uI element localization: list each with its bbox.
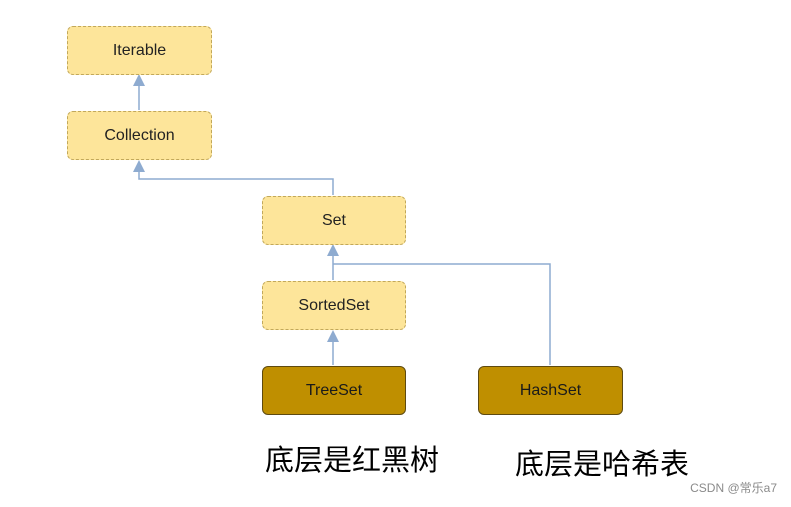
- node-iterable: Iterable: [67, 26, 212, 75]
- connector-hashset-set: [333, 263, 551, 365]
- node-hashset: HashSet: [478, 366, 623, 415]
- node-treeset: TreeSet: [262, 366, 406, 415]
- node-set: Set: [262, 196, 406, 245]
- node-sortedset: SortedSet: [262, 281, 406, 330]
- connector-set-collection: [133, 160, 334, 195]
- node-collection: Collection: [67, 111, 212, 160]
- watermark: CSDN @常乐a7: [690, 481, 777, 495]
- treeset-caption: 底层是红黑树: [265, 443, 440, 477]
- hashset-caption: 底层是哈希表: [515, 447, 690, 481]
